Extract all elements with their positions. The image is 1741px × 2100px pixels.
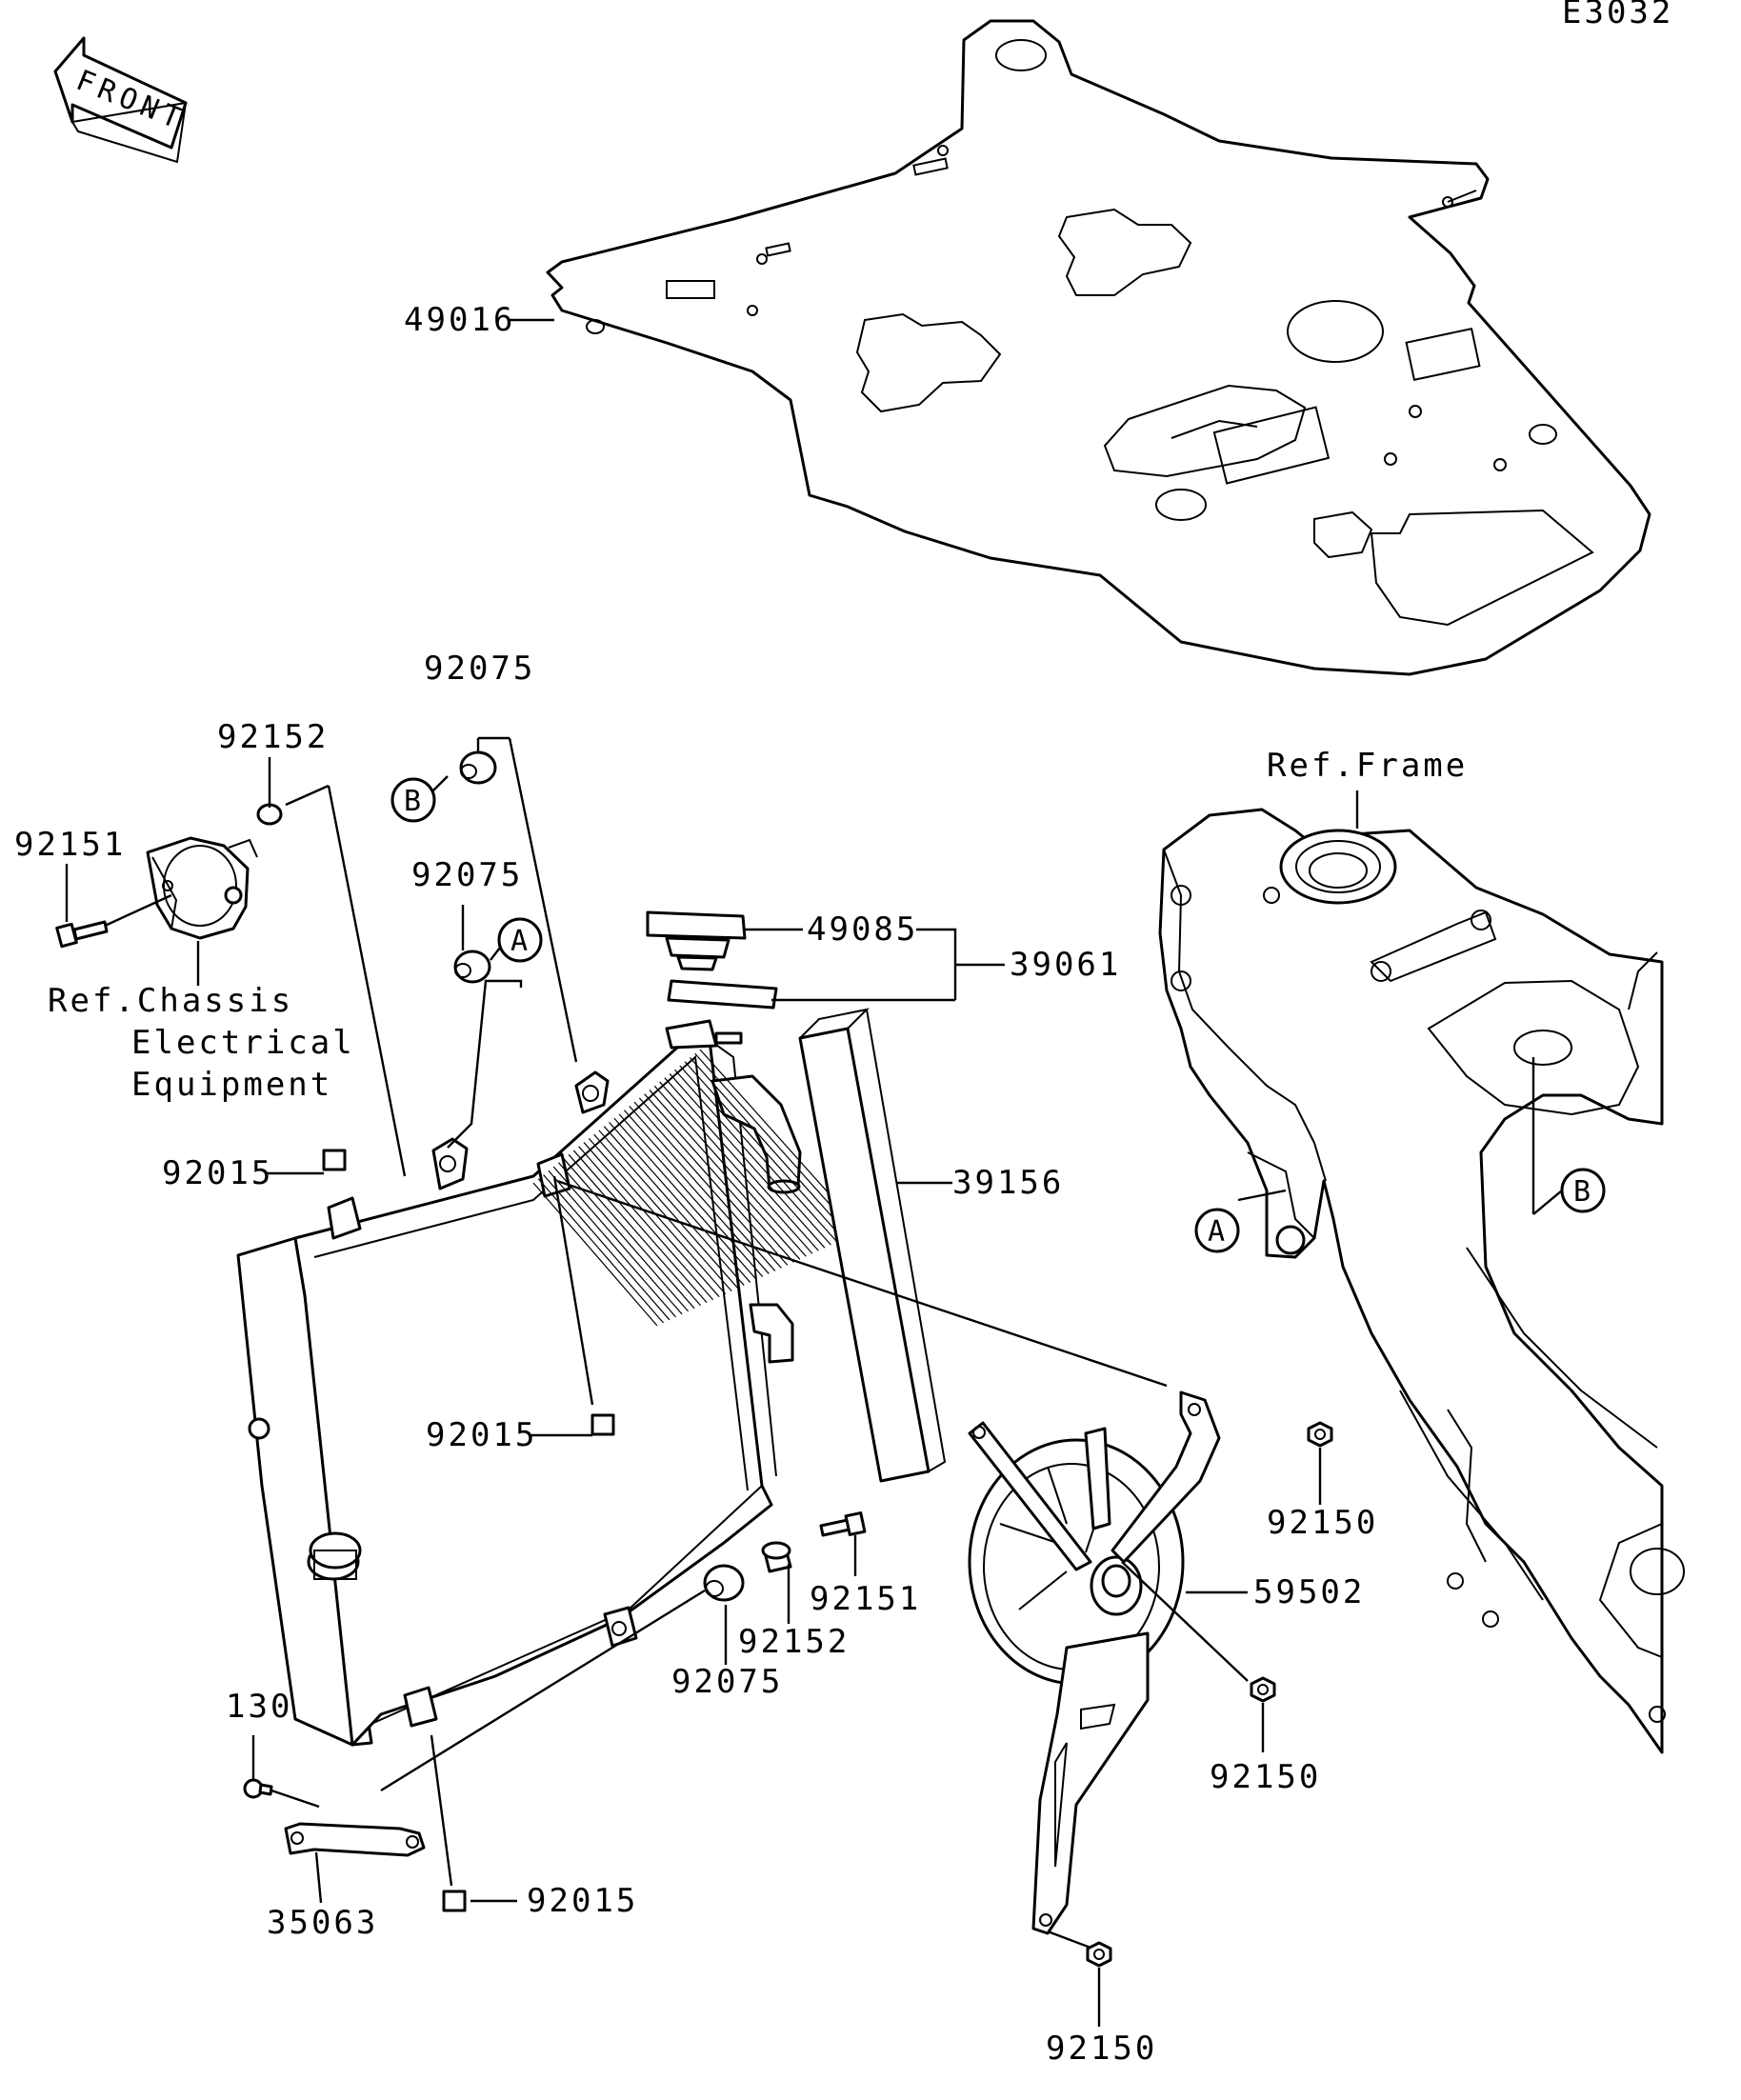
- radiator-fin-line: [629, 1105, 776, 1271]
- callout-92151-left: 92151: [14, 826, 126, 864]
- callout-92150-c: 92150: [1046, 2030, 1157, 2068]
- radiator-fin-line: [633, 1101, 782, 1269]
- radiator-fin-line: [689, 1057, 850, 1237]
- ref-chassis-line1: Ref.Chassis: [48, 982, 293, 1020]
- foam-seal-strip: [798, 1008, 947, 1483]
- callout-92075-top: 92075: [424, 650, 535, 688]
- nut-92150-b: [1250, 1676, 1276, 1703]
- connector-b-frame: B: [1573, 1175, 1591, 1209]
- ref-chassis-line3: Equipment: [131, 1066, 332, 1104]
- radiator-fin-line: [593, 1133, 732, 1292]
- bolt-130: [243, 1778, 273, 1799]
- undercover-plate: [546, 19, 1651, 676]
- radiator-fin-line: [659, 1081, 813, 1254]
- radiator-fin-line: [669, 1073, 826, 1249]
- bracket-35063: [284, 1822, 426, 1857]
- callout-130: 130: [226, 1688, 292, 1726]
- callout-92075-mid: 92075: [411, 856, 523, 894]
- radiator-fin-line: [679, 1065, 838, 1243]
- radiator-core: [236, 1019, 802, 1747]
- front-arrow-icon: FRONT: [53, 36, 190, 164]
- nut-92150-a: [1307, 1421, 1333, 1448]
- grommet-92075-mid: [453, 950, 491, 984]
- ref-chassis-line2: Electrical: [131, 1024, 355, 1062]
- radiator-cap: [646, 910, 747, 971]
- connector-a-left: A: [510, 925, 528, 958]
- radiator-fin-line: [578, 1146, 714, 1301]
- radiator-fin-line: [563, 1158, 695, 1310]
- callout-92015-a: 92015: [162, 1154, 273, 1192]
- nut-92150-c: [1086, 1941, 1112, 1968]
- radiator-fin-line: [543, 1174, 670, 1321]
- callout-92150-b: 92150: [1210, 1758, 1321, 1796]
- horn-assembly: [146, 836, 258, 940]
- radiator-fin-line: [588, 1137, 727, 1295]
- radiator-fin-line: [568, 1153, 702, 1307]
- spacer-92152-low: [761, 1541, 792, 1573]
- callout-92150-a: 92150: [1267, 1504, 1378, 1542]
- radiator-fin-line: [618, 1113, 764, 1277]
- callout-59502: 59502: [1253, 1573, 1365, 1611]
- clip-92015-b: [590, 1413, 615, 1436]
- radiator-fin-line: [664, 1077, 819, 1251]
- radiator-fin-line: [653, 1085, 807, 1257]
- clip-92015-a: [322, 1149, 347, 1171]
- ref-frame-label: Ref.Frame: [1267, 747, 1468, 785]
- radiator-fin-line: [644, 1093, 794, 1263]
- figure-code: E3032: [1562, 0, 1673, 31]
- clip-92015-c: [442, 1890, 467, 1912]
- callout-49085: 49085: [807, 910, 918, 949]
- callout-92015-c: 92015: [527, 1882, 638, 1920]
- radiator-fin-line: [572, 1150, 708, 1304]
- grommet-92075-top: [459, 750, 497, 785]
- connector-b-left: B: [404, 785, 421, 818]
- radiator-fin-line: [674, 1069, 831, 1246]
- callout-49016: 49016: [404, 301, 515, 339]
- callout-35063: 35063: [267, 1904, 378, 1942]
- radiator-fin-line: [624, 1110, 770, 1274]
- radiator-fin-line: [684, 1061, 844, 1240]
- callout-92152-low: 92152: [738, 1623, 850, 1661]
- radiator-fin-line: [558, 1162, 690, 1312]
- callout-92015-b: 92015: [426, 1416, 537, 1454]
- radiator-fin-line: [649, 1090, 801, 1260]
- radiator-fin-line: [532, 1182, 658, 1327]
- radiator-fin-line: [613, 1117, 757, 1280]
- radiator-fin-line: [638, 1097, 789, 1266]
- radiator-fin-line: [548, 1170, 676, 1318]
- radiator-fin-line: [552, 1166, 683, 1315]
- radiator-fin-line: [583, 1142, 720, 1298]
- radiator-fin-line: [603, 1126, 745, 1286]
- callout-39061: 39061: [1010, 946, 1121, 984]
- cooling-fan-assembly: [968, 1390, 1221, 1935]
- grommet-92075-low: [703, 1564, 745, 1602]
- radiator-fin-line: [609, 1121, 751, 1283]
- radiator-fin-line: [598, 1130, 739, 1290]
- bolt-92151-right: [819, 1511, 867, 1537]
- bolt-92151-left: [55, 920, 109, 949]
- frame-reference: [1158, 808, 1685, 1754]
- callout-39156: 39156: [952, 1164, 1064, 1202]
- callout-92151-right: 92151: [810, 1580, 921, 1618]
- connector-a-frame: A: [1208, 1215, 1225, 1249]
- callout-92075-low: 92075: [671, 1663, 783, 1701]
- callout-92152-top: 92152: [217, 718, 329, 756]
